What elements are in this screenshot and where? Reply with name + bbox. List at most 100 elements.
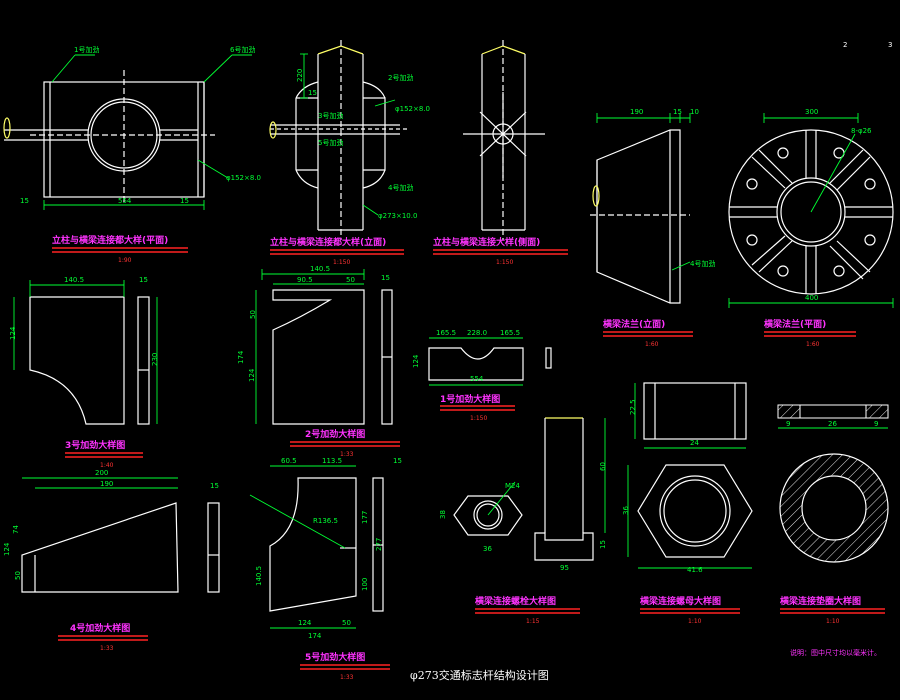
label-v2-pipe: φ152×8.0 xyxy=(395,105,430,113)
dim-v10-15: 15 xyxy=(393,457,402,465)
label-v2-stiffener4: 4号加劲 xyxy=(388,183,413,192)
view-stiffener-1: 165.5 228.0 165.5 554 124 1号加劲大样图 1:150 xyxy=(412,329,552,422)
title-v12: 横梁连接螺母大样图 xyxy=(640,595,721,607)
scale-v6: 1:40 xyxy=(100,462,114,469)
dim-v6-right: 230 xyxy=(151,353,159,366)
dim-v12-hex: 41.6 xyxy=(687,566,703,574)
view-stiffener-4: 200 190 15 74 50 124 4号加劲大样图 1:33 xyxy=(3,469,220,652)
scale-v13: 1:10 xyxy=(826,618,840,625)
dim-v10-r3: 277 xyxy=(375,538,383,551)
label-v1-stiffener6: 6号加劲 xyxy=(230,45,255,54)
dim-v10-left: 140.5 xyxy=(255,566,263,586)
label-v2-stiffener3: 3号加劲 xyxy=(318,111,343,120)
dim-v9-left2: 50 xyxy=(14,571,22,580)
dim-v9-top2: 190 xyxy=(100,480,113,488)
view-stiffener-2: 140.5 90.5 50 15 50 124 174 2号加劲大样图 1:33 xyxy=(237,265,400,458)
title-v3: 立柱与横梁连接大样(侧面) xyxy=(433,236,540,248)
label-v4-stiffener: 4号加劲 xyxy=(690,259,715,268)
label-v11-m24: M24 xyxy=(505,482,520,490)
scale-v8: 1:150 xyxy=(470,415,487,422)
dim-v10-r2: 100 xyxy=(361,578,369,591)
scale-v5: 1:60 xyxy=(806,341,820,348)
scale-v3: 1:150 xyxy=(496,259,513,266)
dim-v11-top: 60 xyxy=(599,462,607,471)
title-v2: 立柱与横梁连接都大样(立面) xyxy=(270,236,386,248)
dim-v9-left1: 74 xyxy=(12,525,20,534)
scale-v10: 1:33 xyxy=(340,674,354,681)
dim-v13-b: 26 xyxy=(828,420,837,428)
dim-v1-right: 15 xyxy=(180,197,189,205)
dim-v1-mid: 554 xyxy=(118,197,132,205)
page-number-3: 3 xyxy=(888,41,892,49)
dim-v4-top: 190 xyxy=(630,108,643,116)
scale-v4: 1:60 xyxy=(645,341,659,348)
label-v10-radius: R136.5 xyxy=(313,517,338,525)
dim-v7-top: 140.5 xyxy=(310,265,330,273)
view-washer: 9 26 9 横梁连接垫圈大样图 1:10 xyxy=(777,404,889,625)
title-v4: 横梁法兰(立面) xyxy=(603,318,665,330)
dim-v6-left: 124 xyxy=(9,326,17,340)
title-v7: 2号加劲大样图 xyxy=(305,428,365,440)
dim-v10-bottom2: 50 xyxy=(342,619,351,627)
dim-v7-left2: 124 xyxy=(248,368,256,382)
dim-v5-top: 300 xyxy=(805,108,818,116)
dim-v7-b: 50 xyxy=(346,276,355,284)
title-v1: 立柱与横梁连接都大样(平面) xyxy=(52,234,168,246)
dim-v9-15: 15 xyxy=(210,482,219,490)
dim-v12-left: 36 xyxy=(622,506,630,515)
label-v2-stiffener2: 2号加劲 xyxy=(388,73,413,82)
dim-v9-top1: 200 xyxy=(95,469,108,477)
dim-v7-left3: 174 xyxy=(237,350,245,364)
view-stiffener-5: 60.5 113.5 15 R136.5 177 100 277 140.5 1… xyxy=(249,457,402,681)
dim-v8-a: 165.5 xyxy=(436,329,456,337)
title-v10: 5号加劲大样图 xyxy=(305,651,365,663)
title-v6: 3号加劲大样图 xyxy=(65,439,125,451)
dim-v6-15: 15 xyxy=(139,276,148,284)
dim-v2-top: 220 xyxy=(296,69,304,82)
dim-v12-h: 22.5 xyxy=(629,399,637,415)
dim-v12-w: 24 xyxy=(690,439,699,447)
drawing-main-title: φ273交通标志杆结构设计图 xyxy=(410,668,549,682)
dim-v11-len: 95 xyxy=(560,564,569,572)
title-v9: 4号加劲大样图 xyxy=(70,622,130,634)
dim-v11-bot: 15 xyxy=(599,540,607,549)
dim-v7-15: 15 xyxy=(381,274,390,282)
title-v11: 横梁连接螺栓大样图 xyxy=(475,595,556,607)
dim-v10-b: 113.5 xyxy=(322,457,342,465)
dim-v8-left: 124 xyxy=(412,354,420,368)
view-plan-beam-joint: 1号加劲 6号加劲 φ152×8.0 15 554 15 立柱与横梁连接都大样(… xyxy=(3,45,261,264)
dim-v8-b: 228.0 xyxy=(467,329,487,337)
dim-v4-10: 10 xyxy=(690,108,699,116)
view-stiffener-3: 140.5 15 124 230 3号加劲大样图 1:40 xyxy=(9,276,159,469)
dim-v5-bottom: 400 xyxy=(805,294,818,302)
title-v13: 横梁连接垫圈大样图 xyxy=(780,595,861,607)
dim-v8-bottom: 554 xyxy=(470,375,484,383)
label-v1-pipe: φ152×8.0 xyxy=(226,174,261,182)
dim-v10-bottom1: 124 xyxy=(298,619,312,627)
view-flange-plan: 8-φ26 300 400 横梁法兰(平面) 1:60 xyxy=(728,108,894,348)
scale-v9: 1:33 xyxy=(100,645,114,652)
dim-v7-a: 90.5 xyxy=(297,276,313,284)
dim-v9-left3: 124 xyxy=(3,542,11,556)
dim-v8-c: 165.5 xyxy=(500,329,520,337)
title-v8: 1号加劲大样图 xyxy=(440,393,500,405)
view-side-beam-joint: 立柱与横梁连接大样(侧面) 1:150 xyxy=(433,40,568,266)
dim-v11-h: 38 xyxy=(439,510,447,519)
dim-v10-a: 60.5 xyxy=(281,457,297,465)
view-bolt: M24 36 38 60 15 95 横梁连接螺栓大样图 1:15 xyxy=(439,417,607,625)
dim-v10-bottom3: 174 xyxy=(308,632,322,640)
label-v2-column: φ273×10.0 xyxy=(378,212,417,220)
label-v1-stiffener1: 1号加劲 xyxy=(74,45,99,54)
label-v2-stiffener5: 5号加劲 xyxy=(318,138,343,147)
scale-v2: 1:150 xyxy=(333,259,350,266)
dim-v6-top: 140.5 xyxy=(64,276,84,284)
scale-v7: 1:33 xyxy=(340,451,354,458)
dim-v4-15: 15 xyxy=(673,108,682,116)
title-v5: 横梁法兰(平面) xyxy=(764,318,826,330)
scale-v1: 1:90 xyxy=(118,257,132,264)
label-v5-holes: 8-φ26 xyxy=(851,127,872,135)
dim-v7-left1: 50 xyxy=(249,310,257,319)
view-flange-elevation: 190 15 10 4号加劲 横梁法兰(立面) 1:60 xyxy=(590,108,715,348)
scale-v12: 1:10 xyxy=(688,618,702,625)
